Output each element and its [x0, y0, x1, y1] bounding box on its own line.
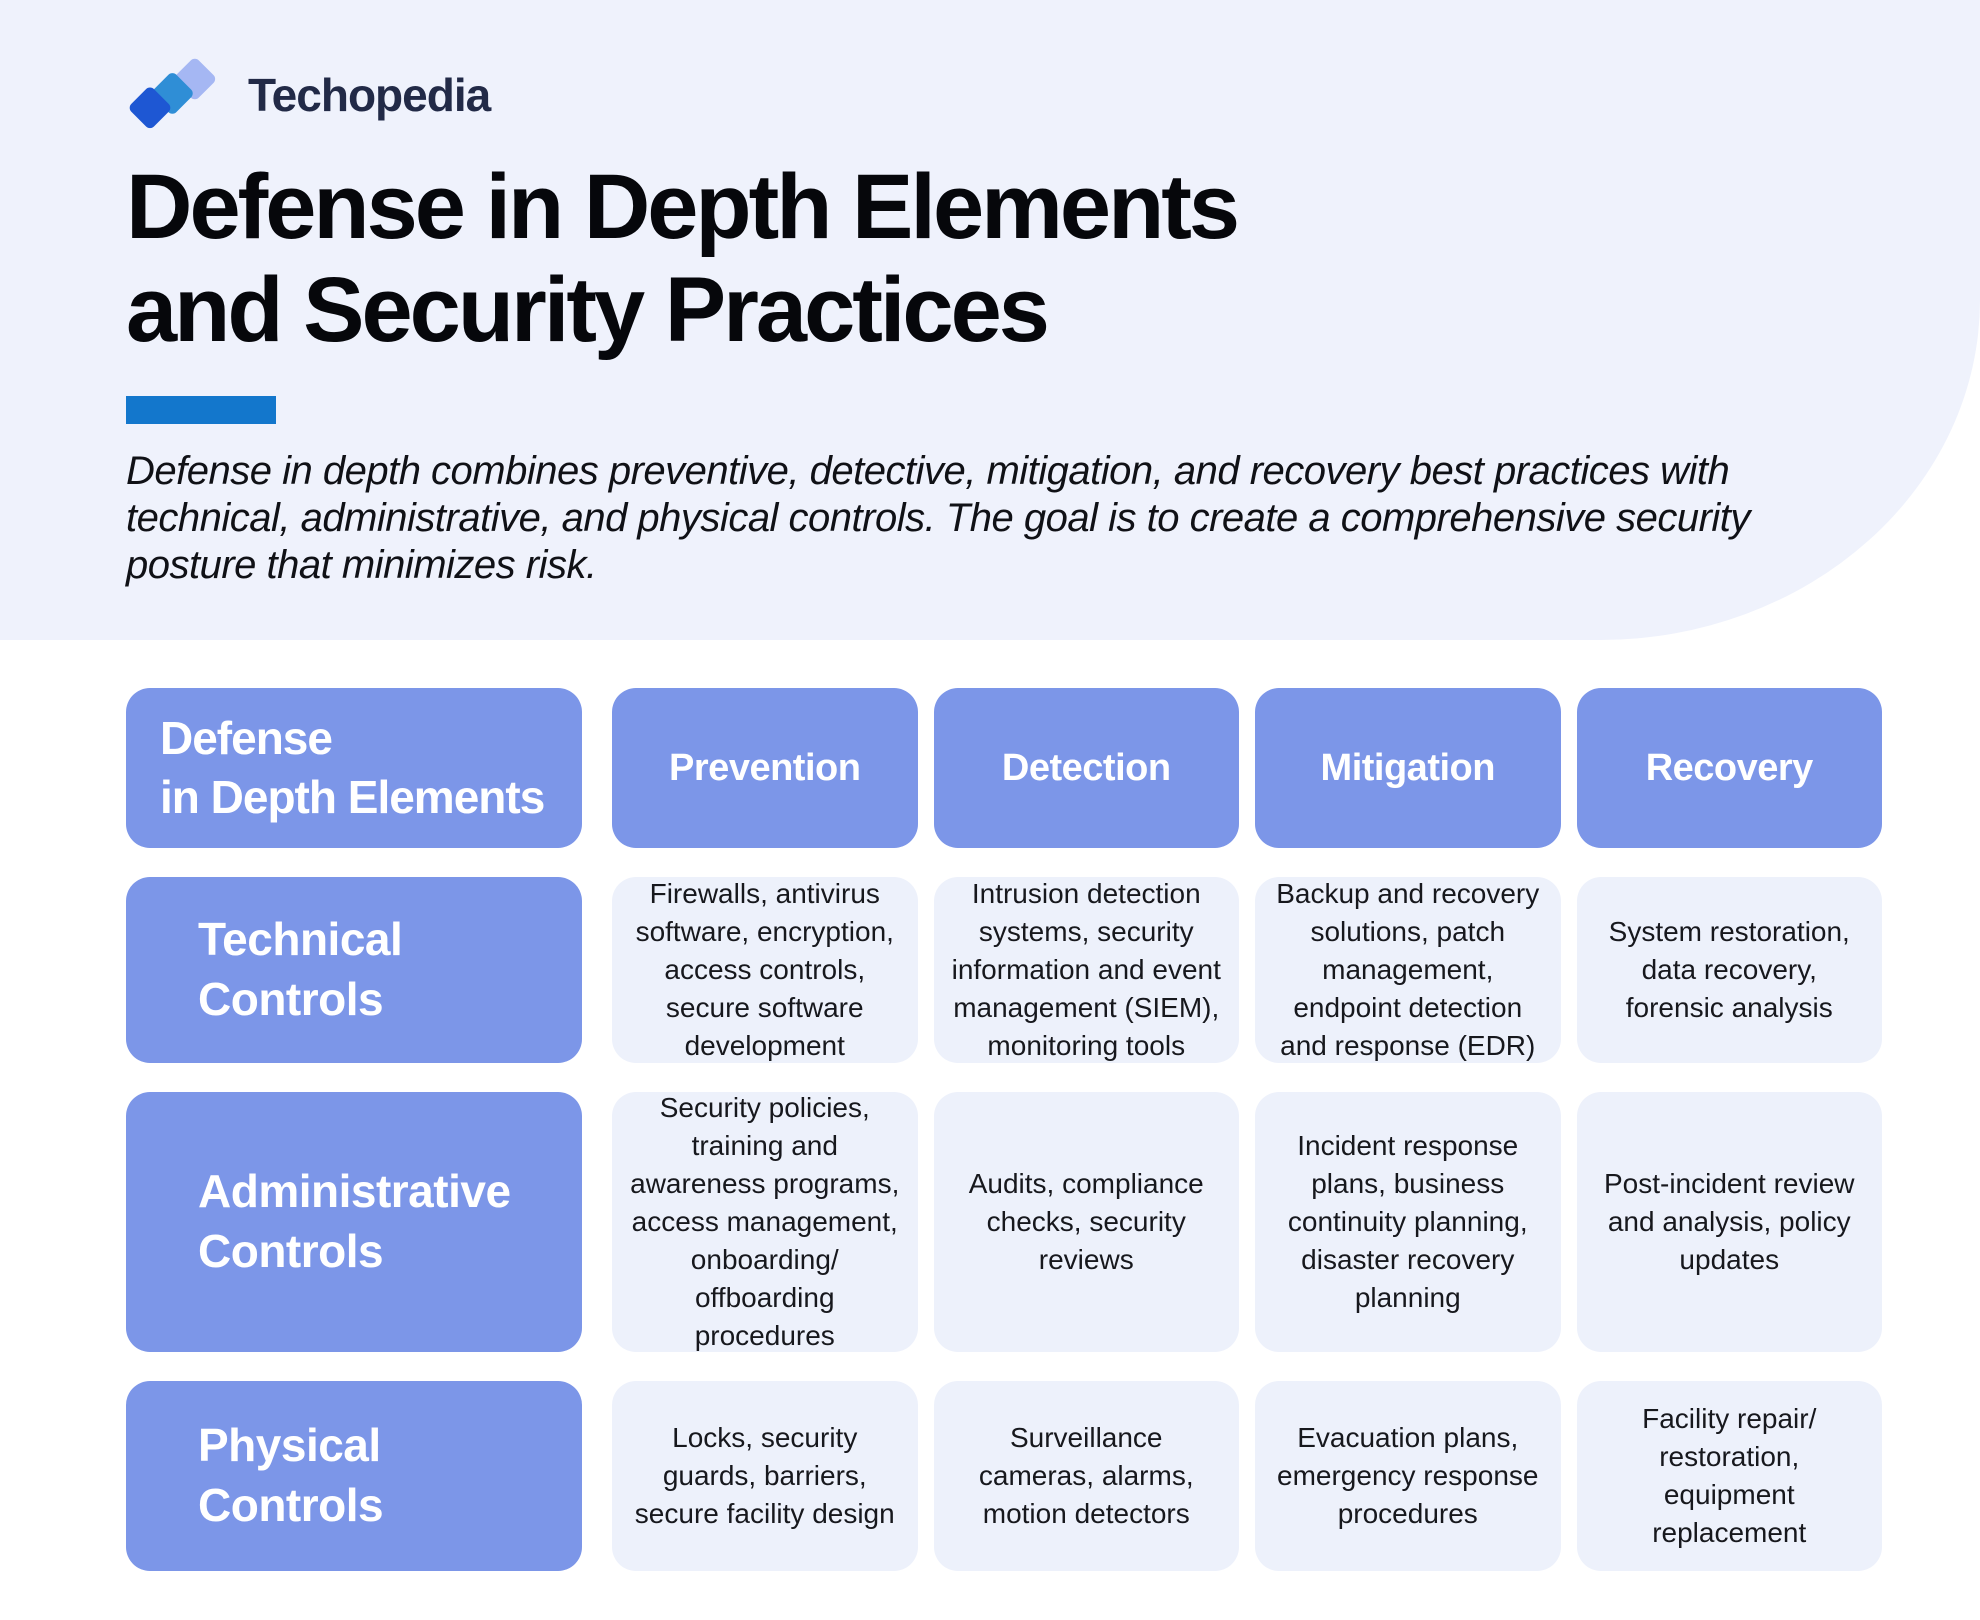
column-header-mitigation: Mitigation — [1255, 688, 1561, 848]
cell-administrative-detection: Audits, compliance checks, security revi… — [933, 1092, 1239, 1352]
corner-header-defense-in-depth-elements: Defense in Depth Elements — [126, 688, 582, 848]
column-header-recovery: Recovery — [1576, 688, 1882, 848]
defense-table: Defense in Depth Elements Prevention Det… — [126, 688, 1882, 1571]
column-header-prevention: Prevention — [612, 688, 918, 848]
cell-administrative-mitigation: Incident response plans, business contin… — [1255, 1092, 1561, 1352]
cell-technical-prevention: Firewalls, antivirus software, encryptio… — [612, 877, 918, 1063]
title-line-2: and Security Practices — [126, 259, 1050, 362]
row-header-physical-controls: Physical Controls — [126, 1381, 582, 1571]
cell-physical-recovery: Facility repair/ restoration, equipment … — [1576, 1381, 1882, 1571]
column-header-detection: Detection — [933, 688, 1239, 848]
cell-physical-prevention: Locks, security guards, barriers, secure… — [612, 1381, 918, 1571]
cell-technical-detection: Intrusion detection systems, security in… — [933, 877, 1239, 1063]
brand-name: Techopedia — [248, 69, 491, 121]
intro-paragraph: Defense in depth combines preventive, de… — [126, 449, 1750, 588]
row-header-technical-controls: Technical Controls — [126, 877, 582, 1063]
cell-technical-recovery: System restoration, data recovery, foren… — [1576, 877, 1882, 1063]
title-line-1: Defense in Depth Elements — [126, 156, 1240, 258]
cell-administrative-recovery: Post-incident review and analysis, polic… — [1576, 1092, 1882, 1352]
cell-physical-mitigation: Evacuation plans, emergency response pro… — [1255, 1381, 1561, 1571]
brand: Techopedia — [126, 52, 1890, 138]
cell-physical-detection: Surveillance cameras, alarms, motion det… — [933, 1381, 1239, 1571]
cell-administrative-prevention: Security policies, training and awarenes… — [612, 1092, 918, 1352]
row-header-administrative-controls: Administrative Controls — [126, 1092, 582, 1352]
techopedia-logo-icon — [126, 53, 222, 137]
title-accent-bar — [126, 396, 276, 425]
cell-technical-mitigation: Backup and recovery solutions, patch man… — [1255, 877, 1561, 1063]
